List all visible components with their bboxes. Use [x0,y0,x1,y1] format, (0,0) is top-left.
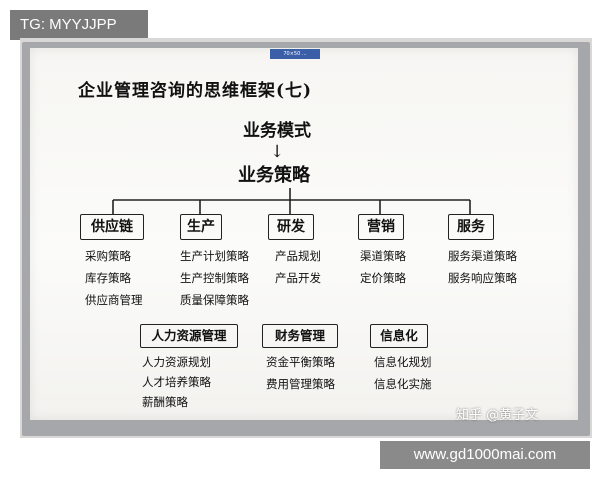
category-production: 生产 [180,214,222,240]
production-item: 生产计划策略 [180,249,249,263]
support-hr: 人力资源管理 [140,324,238,348]
down-arrow-icon: ↓ [270,142,285,162]
rnd-item: 产品规划 [275,249,321,263]
marketing-item: 定价策略 [360,271,406,285]
production-item: 质量保障策略 [180,293,249,307]
business-strategy-heading: 业务策略 [238,165,310,186]
category-service: 服务 [448,214,494,240]
it-item: 信息化规划 [374,355,432,369]
board-title: 企业管理咨询的思维框架(七) [78,81,313,101]
supply-chain-item: 采购策略 [85,249,131,263]
production-item: 生产控制策略 [180,271,249,285]
supply-chain-item: 库存策略 [85,271,131,285]
whiteboard-photo: 70×50 ... 企业管理咨询的思维框架(七) 业务模式 ↓ 业务策略 供应链… [20,38,592,438]
hr-item: 人才培养策略 [142,375,211,389]
connector-lines [112,188,471,214]
supply-chain-item: 供应商管理 [85,293,143,307]
finance-item: 费用管理策略 [266,377,335,391]
service-item: 服务渠道策略 [448,249,517,263]
support-it: 信息化 [370,324,428,348]
support-finance: 财务管理 [262,324,338,348]
hr-item: 薪酬策略 [142,395,188,409]
zhihu-watermark: 知乎 @黄子文 [456,408,539,423]
brand-sticker: 70×50 ... [270,49,320,59]
service-item: 服务响应策略 [448,271,517,285]
whiteboard: 70×50 ... 企业管理咨询的思维框架(七) 业务模式 ↓ 业务策略 供应链… [30,48,578,420]
category-supply-chain: 供应链 [80,214,144,240]
hr-item: 人力资源规划 [142,355,211,369]
category-rnd: 研发 [268,214,314,240]
category-marketing: 营销 [358,214,404,240]
url-watermark: www.gd1000mai.com [380,441,590,469]
marketing-item: 渠道策略 [360,249,406,263]
watermark-tag: TG: MYYJJPP [10,10,148,40]
business-model-heading: 业务模式 [243,121,311,141]
rnd-item: 产品开发 [275,271,321,285]
finance-item: 资金平衡策略 [266,355,335,369]
it-item: 信息化实施 [374,377,432,391]
